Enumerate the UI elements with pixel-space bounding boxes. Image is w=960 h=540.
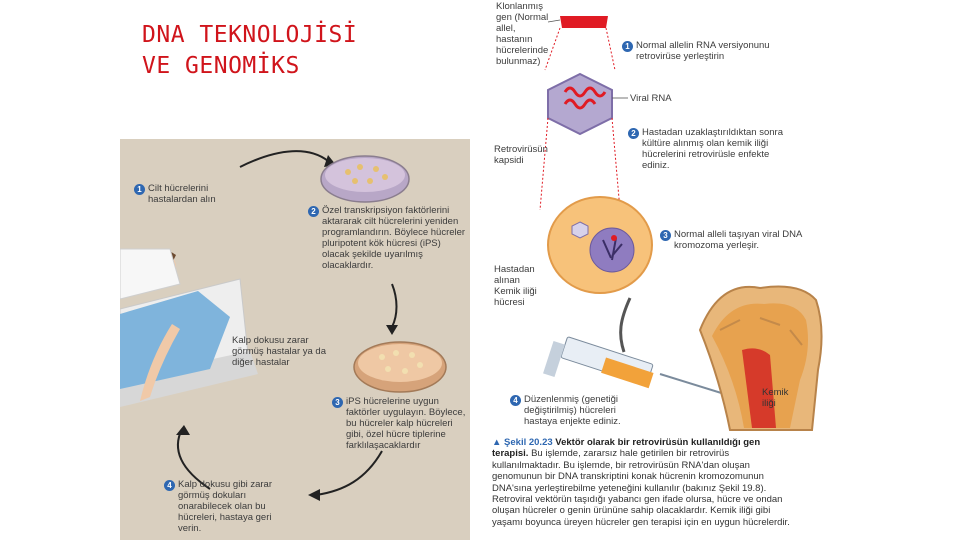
- patient-illustration: [120, 249, 258, 407]
- step-badge: 1: [134, 184, 145, 195]
- title-line-1: DNA TEKNOLOJİSİ: [142, 22, 357, 48]
- slide-title: DNA TEKNOLOJİSİ VE GENOMİKS: [142, 20, 357, 82]
- cell-nucleus: [590, 228, 634, 272]
- title-line-2: VE GENOMİKS: [142, 53, 300, 79]
- petri-dish-ips: [321, 156, 409, 202]
- step-badge: 4: [510, 395, 521, 406]
- ips-cell-therapy-figure: 1 Cilt hücrelerini hastalardan alın 2 Öz…: [120, 139, 470, 540]
- step-badge: 2: [308, 206, 319, 217]
- gene-step-3: 3 Normal alleli taşıyan viral DNA kromoz…: [660, 229, 810, 251]
- figure-caption: ▲ Şekil 20.23 Vektör olarak bir retrovir…: [492, 437, 792, 528]
- bone-marrow-cell: [548, 197, 652, 293]
- step-badge: 1: [622, 41, 633, 52]
- ips-step-1: 1 Cilt hücrelerini hastalardan alın: [134, 183, 254, 205]
- ips-step-3: 3 iPS hücrelerine uygun faktörler uygula…: [332, 396, 467, 451]
- step-badge: 2: [628, 128, 639, 139]
- step-text: Hastadan uzaklaştırıldıktan sonra kültür…: [642, 127, 798, 171]
- cloned-gene-ribbon: [560, 16, 608, 28]
- bone-marrow-cell-label: Hastadan alınan Kemik iliği hücresi: [494, 264, 544, 308]
- patient-label: Kalp dokusu zarar görmüş hastalar ya da …: [232, 335, 332, 368]
- step-badge: 3: [660, 230, 671, 241]
- gene-step-2: 2 Hastadan uzaklaştırıldıktan sonra kült…: [628, 127, 798, 171]
- viral-rna-label: Viral RNA: [630, 93, 672, 104]
- capsid-label: Retrovirüsün kapsidi: [494, 144, 554, 166]
- gene-step-4: 4 Düzenlenmiş (genetiği değiştirilmiş) h…: [510, 394, 650, 427]
- cycle-arrow-right: [392, 284, 397, 327]
- step-text: Normal alleli taşıyan viral DNA kromozom…: [674, 229, 810, 251]
- gene-step-1: 1 Normal allelin RNA versiyonunu retrovi…: [622, 40, 792, 62]
- caption-marker: ▲: [492, 437, 501, 448]
- bone-marrow-tissue-label: Kemik iliği: [762, 387, 802, 409]
- step-text: Düzenlenmiş (genetiği değiştirilmiş) hüc…: [524, 394, 650, 427]
- caption-body: Bu işlemde, zararsız hale getirilen bir …: [492, 448, 790, 527]
- cloned-gene-label: Klonlanmış gen (Normal allel, hastanın h…: [496, 1, 554, 67]
- step-text: Özel transkripsiyon faktörlerini aktarar…: [322, 205, 468, 271]
- step-text: Normal allelin RNA versiyonunu retrovirü…: [636, 40, 792, 62]
- step-text: iPS hücrelerine uygun faktörler uygulayı…: [346, 396, 467, 451]
- ips-step-2: 2 Özel transkripsiyon faktörlerini aktar…: [308, 205, 468, 271]
- step-text: Kalp dokusu gibi zarar görmüş dokuları o…: [178, 479, 294, 534]
- petri-dish-heart-cells: [354, 342, 446, 392]
- caption-figure-number: Şekil 20.23: [504, 437, 553, 448]
- retrovirus-capsid: [548, 74, 612, 134]
- bone-section-illustration: [700, 287, 822, 431]
- viral-rna-strand: [565, 88, 605, 108]
- step-text: Cilt hücrelerini hastalardan alın: [148, 183, 254, 205]
- step-badge: 3: [332, 397, 343, 408]
- step-badge: 4: [164, 480, 175, 491]
- ips-step-4: 4 Kalp dokusu gibi zarar görmüş dokuları…: [164, 479, 294, 534]
- cycle-arrow-top: [240, 151, 328, 167]
- cycle-arrow-bottom: [316, 451, 382, 495]
